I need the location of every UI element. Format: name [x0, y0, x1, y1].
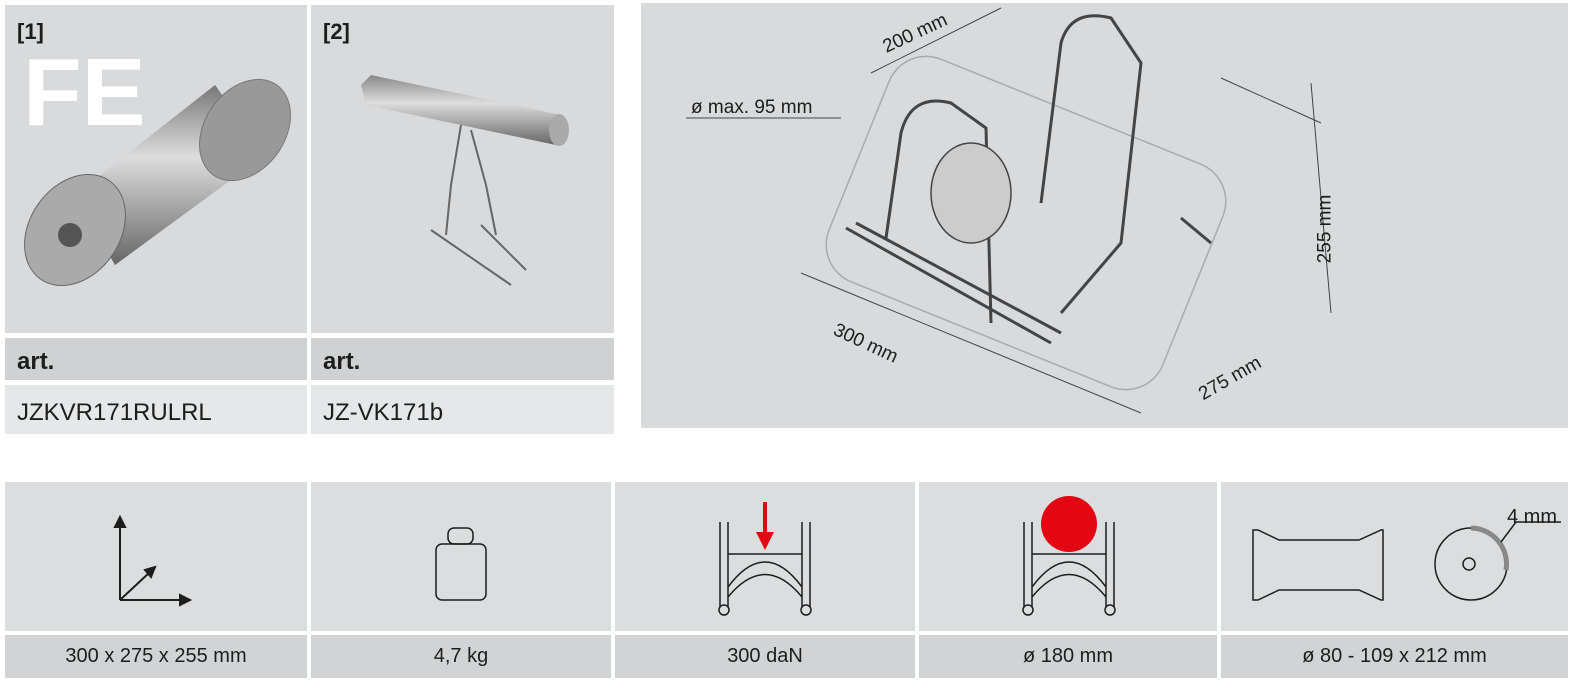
spec-diameter-icon-cell	[919, 482, 1217, 631]
article-header: art.	[5, 338, 307, 380]
spec-load-icon-cell	[615, 482, 915, 631]
max-diameter-icon	[1022, 496, 1116, 616]
product-image-2: [2]	[311, 5, 614, 333]
spec-roller-icon-cell: 4 mm	[1221, 482, 1568, 631]
spec-roller-label: ø 80 - 109 x 212 mm	[1221, 635, 1568, 678]
load-arrow-icon	[718, 502, 812, 616]
product-image-1: [1] FE	[5, 5, 307, 333]
spec-dimensions-label: 300 x 275 x 255 mm	[5, 635, 307, 678]
axle-pin-image-icon	[361, 75, 569, 286]
product-index: [2]	[323, 19, 350, 44]
roller-profile-icon	[1252, 521, 1561, 601]
article-header: art.	[311, 338, 614, 380]
spec-weight-label: 4,7 kg	[311, 635, 611, 678]
wall-thickness-label: 4 mm	[1507, 506, 1557, 528]
article-code: JZ-VK171b	[311, 385, 614, 434]
roller-image-icon	[24, 78, 291, 287]
roller-line-drawing-icon	[686, 7, 1332, 414]
diameter-label: ø max. 95 mm	[691, 97, 813, 118]
article-code: JZKVR171RULRL	[5, 385, 307, 434]
height-label: 255 mm	[1314, 194, 1336, 264]
product-index: [1]	[17, 19, 44, 44]
spec-weight-icon-cell	[311, 482, 611, 631]
spec-diameter-label: ø 180 mm	[919, 635, 1217, 678]
spec-load-label: 300 daN	[615, 635, 915, 678]
spec-dimensions-icon-cell	[5, 482, 307, 631]
fe-badge: FE	[23, 39, 146, 146]
weight-icon	[435, 527, 487, 601]
technical-drawing: ø max. 95 mm 200 mm 300 mm 275 mm 255 mm	[641, 3, 1568, 428]
dimensions-axes-icon	[113, 514, 193, 607]
